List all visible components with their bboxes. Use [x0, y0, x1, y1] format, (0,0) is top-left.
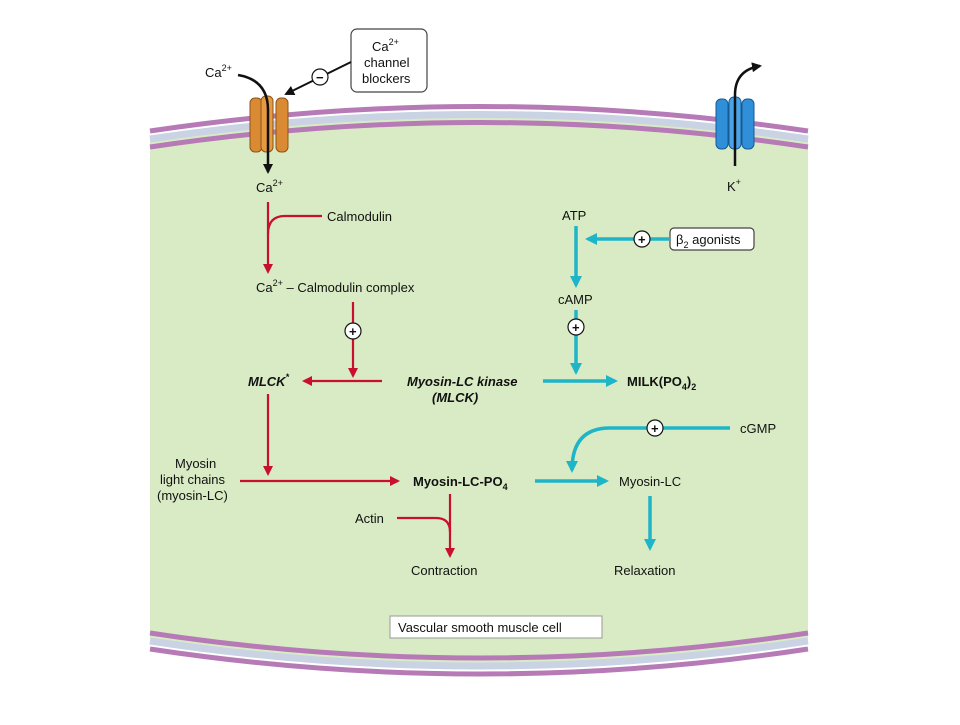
myosin-label-2: light chains: [160, 472, 226, 487]
cell-label-box: [389, 615, 603, 639]
plus-icon-complex: [344, 322, 362, 340]
myosin-label-3: (myosin-LC): [157, 488, 228, 503]
membrane-top-outer: [149, 104, 809, 134]
ca-outside-label: Ca2+: [205, 63, 232, 80]
calcium-channel-icon: [249, 95, 289, 153]
beta-agonists-label: β2 agonists: [676, 232, 741, 250]
plus-sign-camp: +: [572, 320, 580, 335]
plus-sign-cgmp: +: [651, 421, 659, 436]
cell-label: Vascular smooth muscle cell: [398, 620, 562, 635]
milk-label: MILK(PO4)2: [627, 374, 696, 392]
myosin-label-1: Myosin: [175, 456, 216, 471]
plus-sign-beta: +: [638, 232, 646, 247]
blockers-label-1: Ca2+: [372, 37, 399, 54]
mlck-label-1: Myosin-LC kinase: [407, 374, 518, 389]
plus-icon-cgmp: [646, 419, 664, 437]
potassium-efflux-arrow: [733, 62, 762, 166]
blockers-box: [350, 28, 428, 93]
membrane-top-inner: [149, 111, 809, 143]
mlck-label-2: (MLCK): [432, 390, 478, 405]
myosin-lc-po4-label: Myosin-LC-PO4: [413, 474, 508, 492]
blockers-label-2: channel: [364, 55, 410, 70]
membrane-top-base: [149, 120, 809, 150]
blockers-label-3: blockers: [362, 71, 411, 86]
complex-label: Ca2+ – Calmodulin complex: [256, 278, 415, 295]
k-label: K+: [727, 177, 741, 194]
minus-icon: [311, 68, 329, 86]
membrane-bottom-base: [149, 646, 809, 677]
membrane-bottom-outer: [149, 630, 809, 661]
plus-icon-beta: [633, 230, 651, 248]
camp-label: cAMP: [558, 292, 593, 307]
cgmp-arrow: [566, 426, 730, 473]
contraction-label: Contraction: [411, 563, 477, 578]
mlck-star-label: MLCK*: [248, 372, 290, 389]
cgmp-label: cGMP: [740, 421, 776, 436]
relaxation-label: Relaxation: [614, 563, 675, 578]
actin-label: Actin: [355, 511, 384, 526]
plus-sign-complex: +: [349, 324, 357, 339]
myosin-lc-label: Myosin-LC: [619, 474, 681, 489]
membrane-bottom-inner: [149, 637, 809, 670]
calmodulin-join-line: [266, 214, 322, 235]
cell-cytoplasm: [150, 114, 808, 665]
calcium-influx-arrow: [237, 73, 273, 174]
atp-label: ATP: [562, 208, 586, 223]
minus-sign: −: [316, 70, 324, 85]
ca-inside-label: Ca2+: [256, 178, 283, 195]
plus-icon-camp: [567, 318, 585, 336]
calmodulin-label: Calmodulin: [327, 209, 392, 224]
